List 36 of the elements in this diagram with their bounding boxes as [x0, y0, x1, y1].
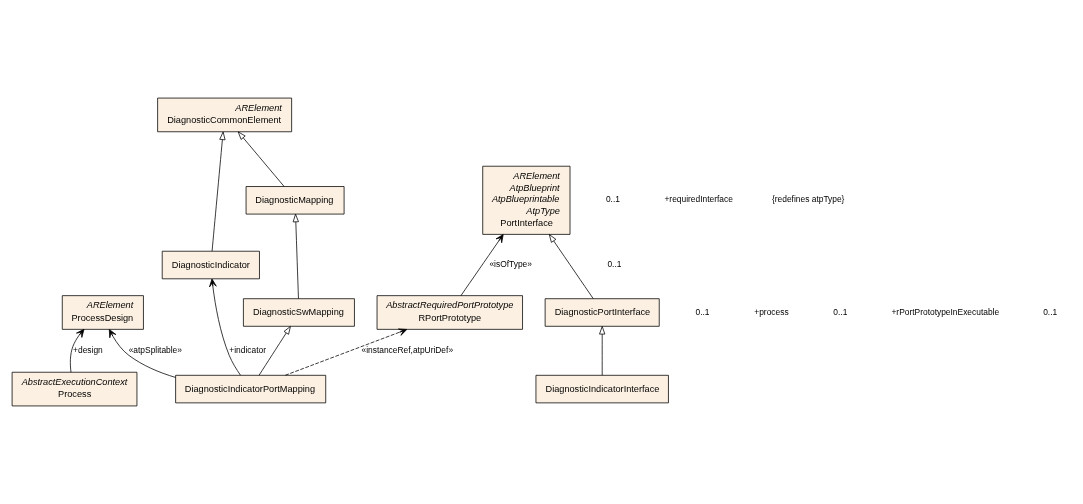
- edge-label: «atpSplitable»: [128, 344, 182, 355]
- arrow: [108, 329, 176, 378]
- label: +rPortPrototypeInExecutable: [891, 306, 1000, 317]
- node-box: ARElement AtpBlueprint AtpBlueprintable AtpType PortInterface: [482, 165, 571, 235]
- node-box: DiagnosticIndicatorPortMapping: [175, 374, 327, 404]
- node-box: DiagnosticSwMapping: [243, 298, 355, 327]
- label: 0..1: [605, 194, 620, 205]
- arrow: [69, 328, 85, 373]
- arrow: [284, 328, 408, 376]
- node-box: DiagnosticIndicatorInterface: [535, 374, 669, 404]
- node-box: AbstractExecutionContext Process: [11, 371, 138, 407]
- arrow: [292, 213, 299, 299]
- edge-label: «instanceRef,atpUriDef»: [361, 344, 454, 355]
- arrow: [209, 278, 241, 376]
- label: 0..1: [1043, 306, 1058, 317]
- node-box: ARElement DiagnosticCommonElement: [157, 97, 293, 133]
- arrow: [237, 131, 285, 187]
- label: 0..1: [833, 306, 848, 317]
- label: 0..1: [695, 306, 710, 317]
- node-box: DiagnosticMapping: [245, 186, 345, 215]
- edge-label: +design: [73, 344, 103, 355]
- label: 0..1: [607, 259, 622, 270]
- arrow: [548, 234, 594, 299]
- label: {redefines atpType}: [771, 194, 845, 205]
- node-box: AbstractRequiredPortPrototype RPortPrototype: [376, 295, 523, 330]
- arrow: [258, 326, 291, 376]
- edge-label: «isOfType»: [489, 259, 532, 270]
- node-box: DiagnosticIndicator: [161, 250, 260, 280]
- arrow: [211, 131, 226, 252]
- label: +requiredInterface: [664, 194, 733, 205]
- label: +process: [754, 306, 789, 317]
- edge-label: +indicator: [229, 344, 266, 355]
- arrow: [599, 326, 606, 376]
- node-box: ARElement ProcessDesign: [61, 295, 144, 330]
- arrow: [460, 234, 504, 297]
- node-box: DiagnosticPortInterface: [544, 298, 660, 327]
